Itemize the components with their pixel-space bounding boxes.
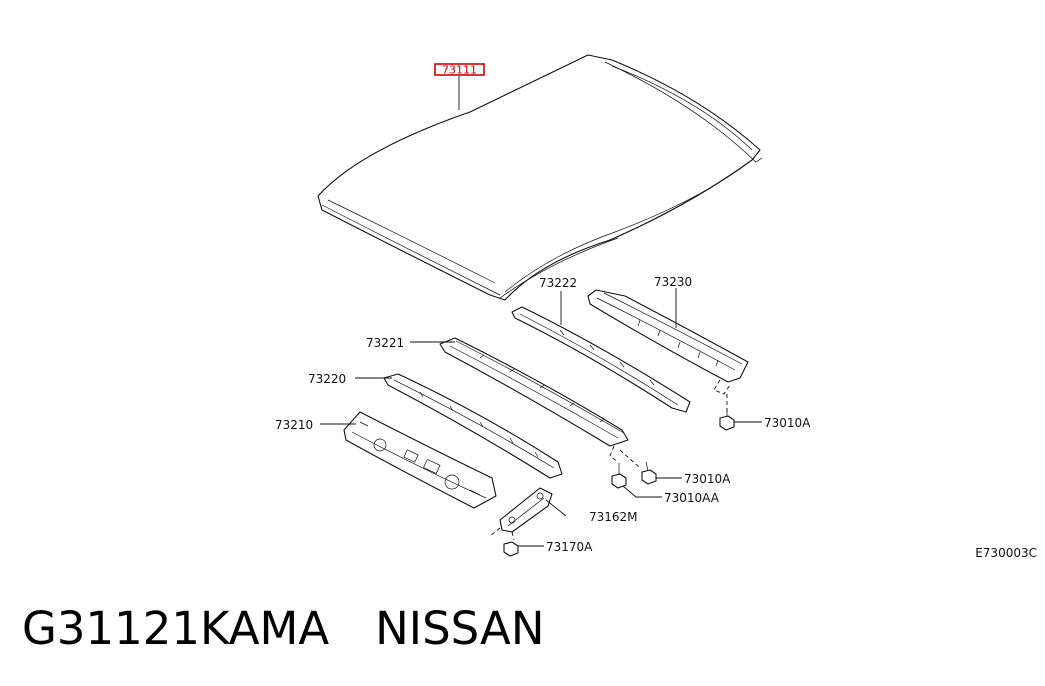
bolt-73010AA[interactable] [611,463,627,489]
label-73230[interactable]: 73230 [654,275,692,289]
label-73221[interactable]: 73221 [366,336,404,350]
bolt-73010A-mid[interactable] [641,461,657,485]
part-73222[interactable] [511,306,691,413]
reference-code: E730003C [975,546,1037,560]
label-73170A[interactable]: 73170A [546,540,593,554]
part-73210[interactable] [343,411,497,509]
part-73162M[interactable] [499,487,553,533]
part-73220[interactable] [383,373,563,479]
highlighted-part-number[interactable]: 73111 [442,64,477,77]
part-73221[interactable] [439,337,629,447]
brand-name: NISSAN [375,601,545,655]
part-73230[interactable] [587,289,749,383]
label-73220[interactable]: 73220 [308,372,346,386]
label-73010A-top[interactable]: 73010A [764,416,811,430]
label-73162M[interactable]: 73162M [589,510,638,524]
roof-panel[interactable] [317,54,763,301]
label-73010A-mid[interactable]: 73010A [684,472,731,486]
parts-diagram: 73111 73222 73230 73010A 73221 73010A [275,54,1037,560]
footer-caption: G31121KAMA NISSAN [22,598,544,658]
part-number: G31121KAMA [22,601,330,655]
clip-73170A[interactable] [503,541,519,557]
label-73222[interactable]: 73222 [539,276,577,290]
label-73210[interactable]: 73210 [275,418,313,432]
label-73010AA[interactable]: 73010AA [664,491,720,505]
bolt-73010A-top[interactable] [719,408,735,431]
highlight-box [434,63,485,76]
